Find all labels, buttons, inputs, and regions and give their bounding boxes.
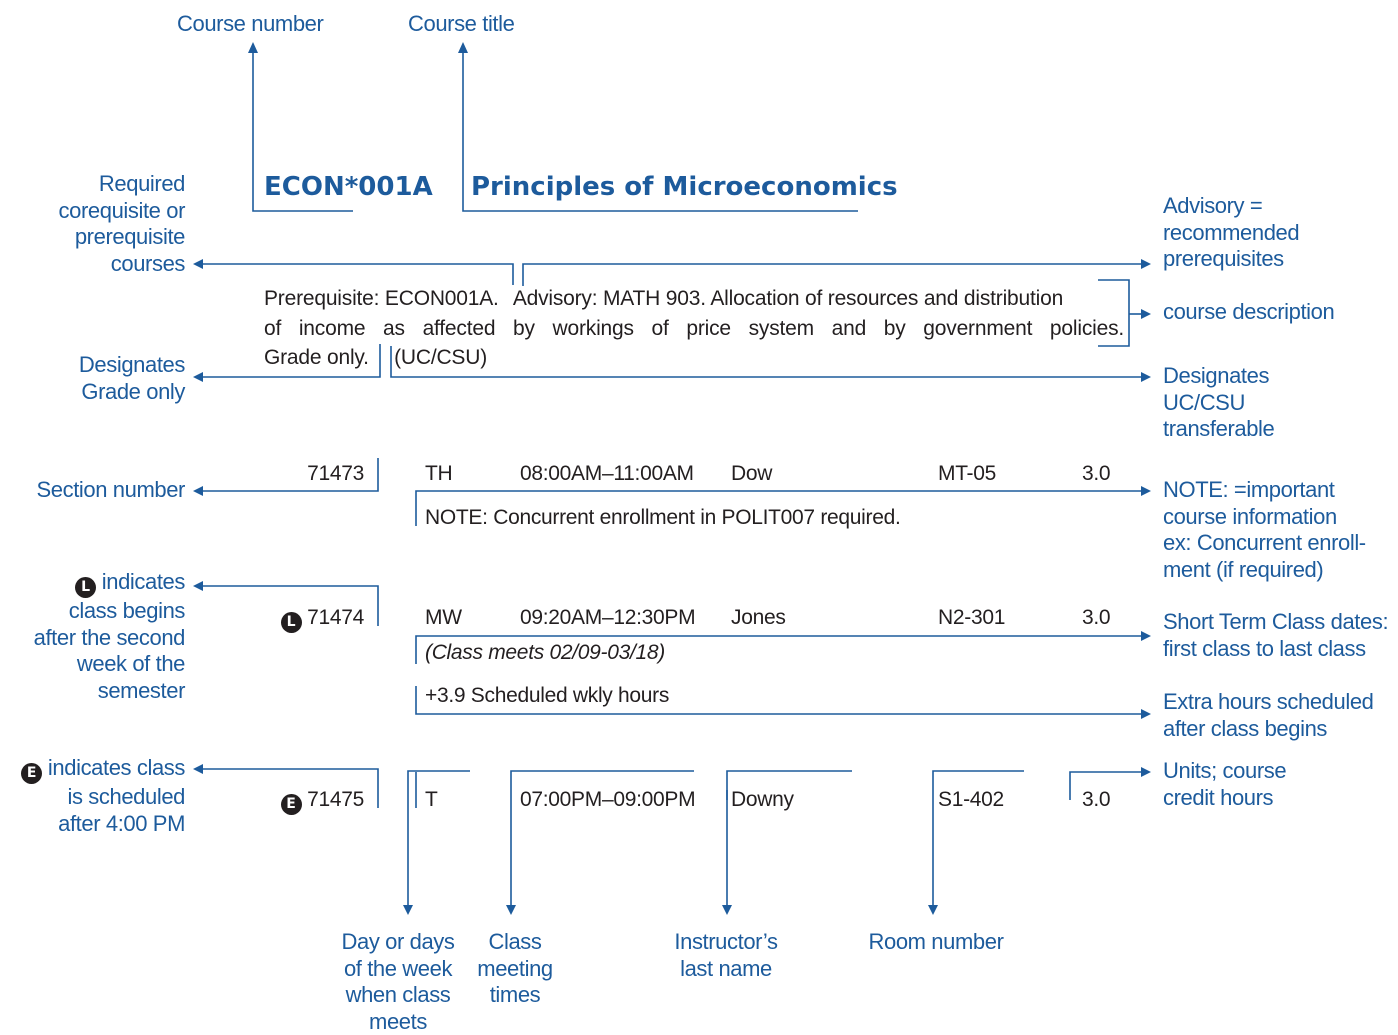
advisory-text: Advisory: MATH 903.: [512, 287, 706, 310]
section-dates: (Class meets 02/09-03/18): [425, 641, 665, 664]
callout-days: Day or days of the week when class meets: [341, 929, 455, 1034]
section-units: 3.0: [1082, 606, 1111, 629]
section-days: T: [425, 788, 438, 811]
e-badge-icon: E: [21, 763, 43, 784]
callout-units: Units; course credit hours: [1163, 758, 1287, 810]
callout-times: Class meeting times: [477, 929, 553, 1007]
callout-extra-hours: Extra hours scheduled after class begins: [1163, 689, 1374, 741]
section-units: 3.0: [1082, 788, 1111, 811]
section-time: 09:20AM–12:30PM: [520, 606, 696, 629]
callout-e-indicator: E indicates class is scheduled after 4:0…: [21, 755, 185, 837]
callout-section-number: Section number: [36, 477, 186, 502]
grade-only-text: Grade only.: [264, 346, 369, 369]
callout-advisory: Advisory = recommended prerequisites: [1163, 193, 1300, 271]
callout-grade-only: Designates Grade only: [78, 352, 185, 404]
section-instructor: Dow: [731, 462, 773, 485]
callout-course-title: Course title: [408, 11, 515, 36]
section-note: NOTE: Concurrent enrollment in POLIT007 …: [425, 506, 901, 529]
description-line2: of income as affected by workings of pri…: [264, 316, 1124, 340]
section-time: 07:00PM–09:00PM: [520, 788, 696, 811]
section-extra-hours: +3.9 Scheduled wkly hours: [425, 684, 670, 707]
callout-short-term: Short Term Class dates: first class to l…: [1163, 609, 1389, 661]
section-room: MT-05: [938, 462, 997, 485]
uc-csu-text: (UC/CSU): [394, 346, 487, 369]
callout-instructor: Instructor’s last name: [674, 929, 778, 981]
section-instructor: Jones: [731, 606, 786, 629]
description-line1: Allocation of resources and distribution: [710, 287, 1064, 310]
callout-course-description: course description: [1163, 299, 1335, 324]
section-room: S1-402: [938, 788, 1004, 811]
l-badge-icon: L: [75, 577, 97, 598]
section-instructor: Downy: [731, 788, 794, 811]
prerequisite-text: Prerequisite: ECON001A.: [264, 287, 499, 310]
section-number: L 71474: [280, 605, 364, 633]
section-time: 08:00AM–11:00AM: [520, 462, 694, 485]
callout-l-indicator: L indicates class begins after the secon…: [33, 569, 186, 703]
section-units: 3.0: [1082, 462, 1111, 485]
callout-required-coreq: Required corequisite or prerequisite cou…: [58, 171, 186, 276]
l-badge-icon: L: [280, 612, 302, 633]
callout-course-number: Course number: [177, 11, 324, 36]
section-days: MW: [425, 606, 462, 629]
section-number: E 71475: [280, 787, 364, 815]
course-number: ECON*001A: [264, 172, 433, 202]
section-days: TH: [425, 462, 453, 485]
section-number: 71473: [307, 462, 364, 485]
course-title: Principles of Microeconomics: [471, 172, 898, 202]
section-room: N2-301: [938, 606, 1006, 629]
callout-uc-csu: Designates UC/CSU transferable: [1163, 363, 1275, 441]
callout-note: NOTE: =important course information ex: …: [1163, 477, 1366, 582]
course-description: Prerequisite: ECON001A. Advisory: MATH 9…: [264, 284, 1124, 373]
callout-room: Room number: [868, 929, 1004, 954]
e-badge-icon: E: [280, 794, 302, 815]
